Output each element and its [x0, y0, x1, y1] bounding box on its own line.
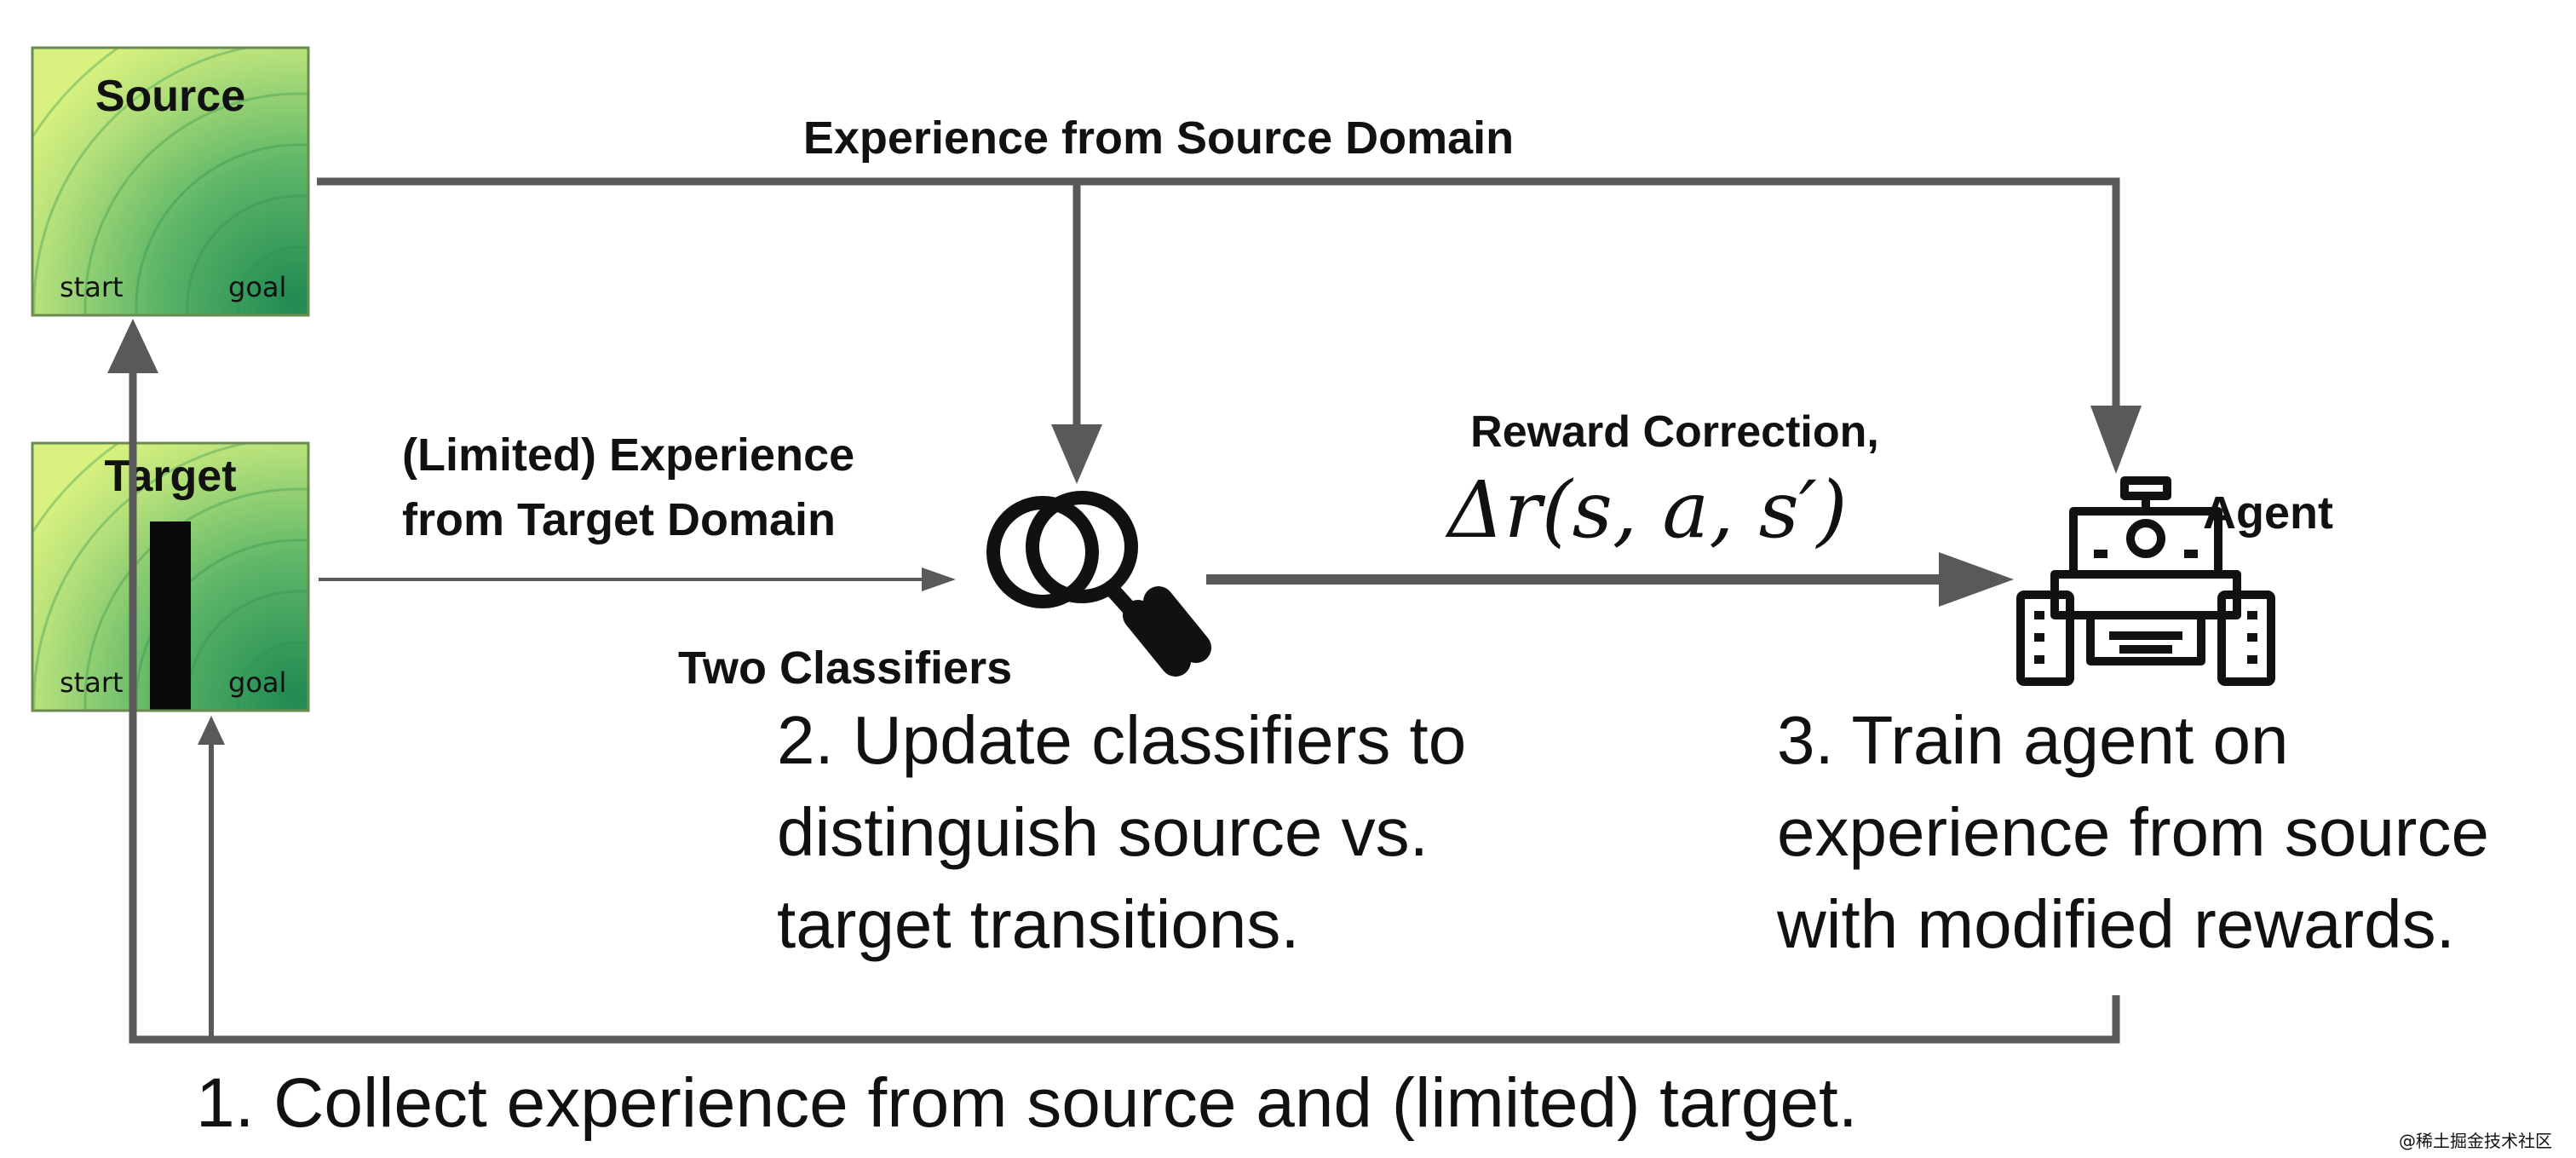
source-environment: Source start goal	[31, 46, 310, 317]
target-title: Target	[104, 452, 236, 501]
watermark: @稀土掘金技术社区	[2399, 1131, 2552, 1151]
step3-line3: with modified rewards.	[1776, 886, 2455, 962]
magnifier-icon	[986, 491, 1211, 677]
step2-text: 2. Update classifiers to distinguish sou…	[777, 702, 1466, 962]
reward-correction-label: Reward Correction,	[1470, 407, 1879, 457]
target-grid-border	[31, 441, 310, 712]
source-experience-label: Experience from Source Domain	[803, 112, 1514, 164]
arrowhead-to-target	[198, 716, 225, 745]
target-experience-label-line1: (Limited) Experience	[402, 429, 854, 481]
arrowhead-to-classifiers	[1051, 424, 1102, 484]
step2-line2: distinguish source vs.	[777, 794, 1429, 870]
target-experience-label-line2: from Target Domain	[402, 494, 836, 545]
arrow-collect-loop	[107, 319, 2120, 1044]
source-grid-background	[32, 48, 308, 315]
arrowhead-to-source	[107, 319, 158, 373]
step3-text: 3. Train agent on experience from source…	[1776, 702, 2489, 962]
reward-correction-formula: Δr(s, a, s′)	[1445, 464, 1847, 556]
target-start-label: start	[60, 666, 124, 699]
target-environment: Target start goal	[31, 441, 310, 712]
robot-icon	[2016, 476, 2275, 686]
source-start-label: start	[60, 271, 124, 303]
arrow-reward-correction	[1206, 552, 2014, 607]
step3-line2: experience from source	[1777, 794, 2489, 870]
source-goal-label: goal	[228, 271, 286, 303]
step2-line3: target transitions.	[777, 886, 1300, 962]
source-title: Source	[95, 72, 245, 121]
classifiers-label: Two Classifiers	[678, 642, 1012, 694]
arrowhead-to-agent	[2090, 406, 2142, 474]
source-contour-rings	[32, 48, 308, 315]
step1-text: 1. Collect experience from source and (l…	[196, 1064, 1858, 1142]
step2-line1: 2. Update classifiers to	[777, 702, 1466, 778]
target-goal-label: goal	[228, 666, 286, 699]
source-grid-border	[31, 46, 310, 317]
arrow-target-experience	[319, 567, 956, 591]
agent-label: Agent	[2203, 487, 2333, 539]
step3-line1: 3. Train agent on	[1777, 702, 2288, 778]
arrow-source-experience	[317, 177, 2142, 484]
target-wall-obstacle	[150, 521, 191, 711]
